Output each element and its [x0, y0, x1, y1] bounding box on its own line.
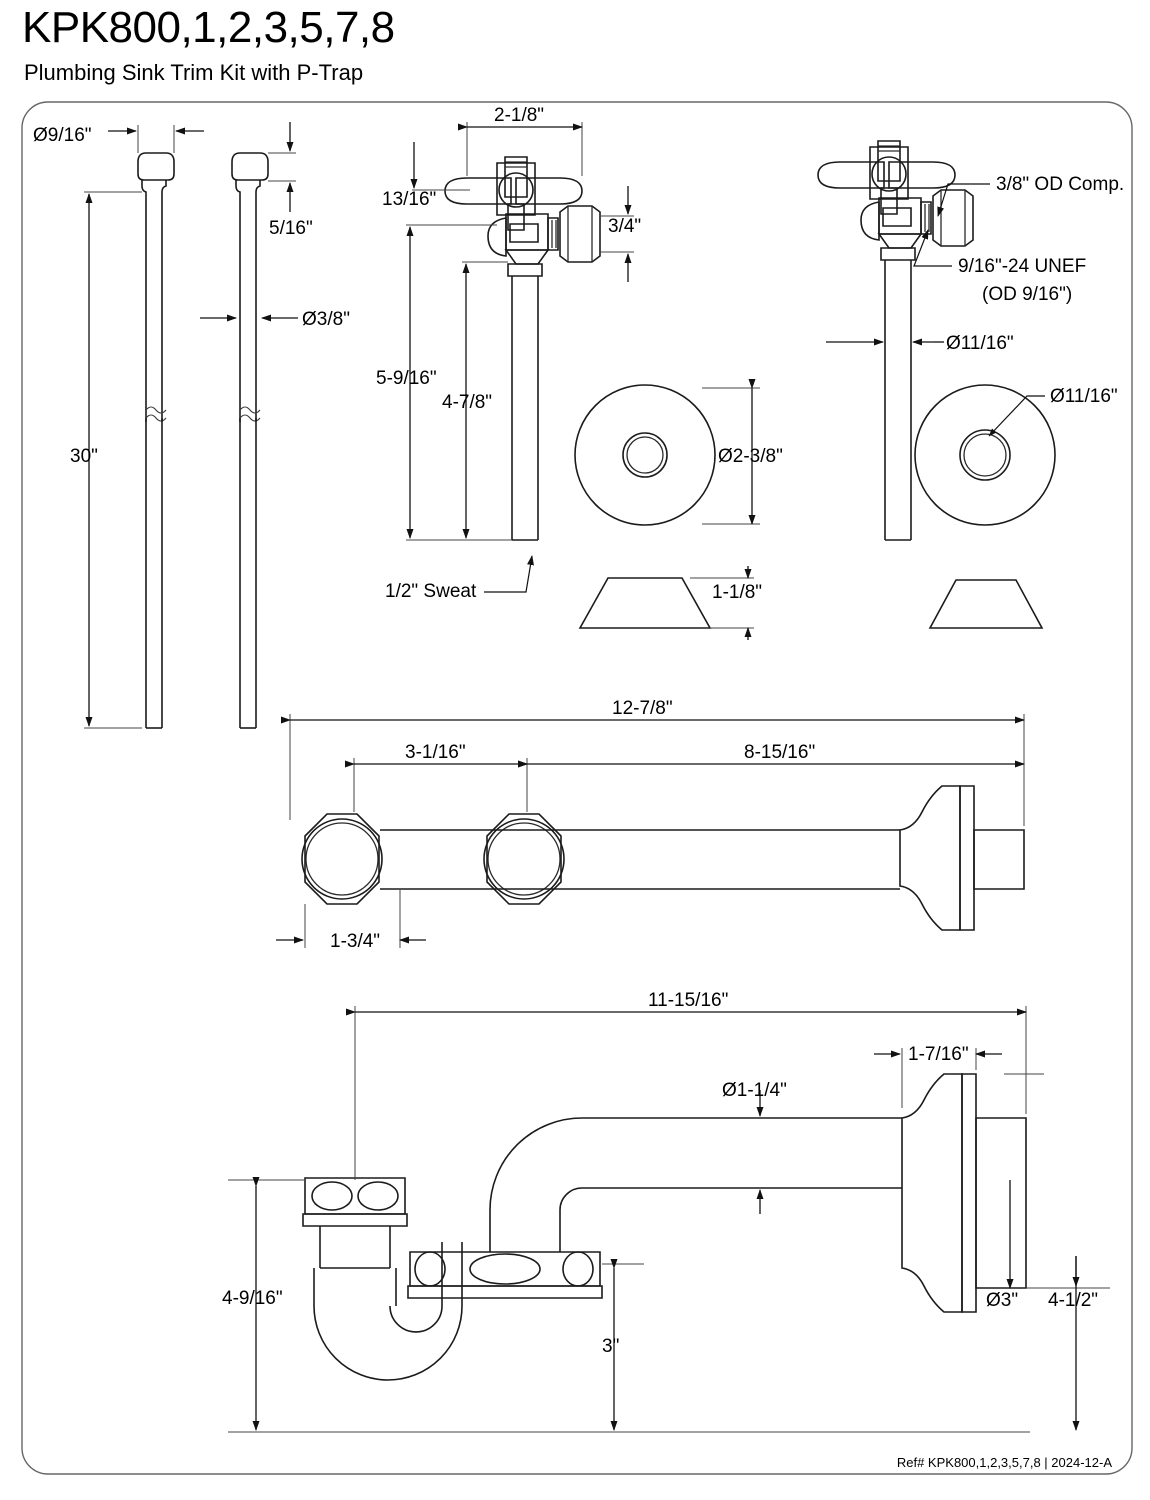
dim-30: 30" [70, 446, 98, 467]
dim-5-16: 5/16" [269, 218, 313, 239]
view-escutcheon-small: Ø2-3/8" 1-1/8" [574, 379, 783, 640]
dim-3: 3" [602, 1336, 619, 1357]
reference-footer: Ref# KPK800,1,2,3,5,7,8 | 2024-12-A [896, 1455, 1112, 1470]
dim-dia-3-8: Ø3/8" [302, 309, 350, 330]
dim-4-1-2: 4-1/2" [1048, 1290, 1098, 1311]
view-angle-stop-left: 2-1/8" 13/16" 3/4" 5-9/16" 4-7/8 [376, 105, 641, 602]
dim-2-1-8: 2-1/8" [494, 105, 544, 126]
page-title: KPK800,1,2,3,5,7,8 [22, 3, 395, 52]
dim-dia-3: Ø3" [986, 1290, 1018, 1311]
dim-11-15-16: 11-15/16" [648, 990, 728, 1011]
label-unef: 9/16"-24 UNEF [958, 256, 1086, 277]
dim-4-9-16: 4-9/16" [222, 1288, 283, 1309]
dim-dia-9-16: Ø9/16" [33, 125, 92, 146]
dim-4-7-8: 4-7/8" [442, 392, 492, 413]
view-supply-tubes: Ø9/16" 5/16" Ø3/8" 30" [33, 122, 350, 729]
dim-dia-1-1-4: Ø1-1/4" [722, 1080, 787, 1101]
label-od-comp: 3/8" OD Comp. [996, 174, 1124, 195]
dim-1-3-4: 1-3/4" [330, 931, 380, 952]
dim-13-16: 13/16" [382, 189, 436, 210]
dim-3-1-16: 3-1/16" [405, 742, 466, 763]
dim-3-4: 3/4" [608, 216, 641, 237]
label-half-sweat: 1/2" Sweat [385, 581, 477, 602]
dim-12-7-8: 12-7/8" [612, 698, 673, 719]
sheet-border [21, 101, 1133, 1475]
dim-1-7-16: 1-7/16" [908, 1044, 969, 1065]
page-subtitle: Plumbing Sink Trim Kit with P-Trap [24, 60, 364, 85]
label-unef-od: (OD 9/16") [982, 284, 1072, 305]
dim-5-9-16: 5-9/16" [376, 368, 437, 389]
dim-dia-11-16-tube: Ø11/16" [946, 333, 1014, 354]
dim-8-15-16: 8-15/16" [744, 742, 815, 763]
view-wall-tube-assembly: 12-7/8" 3-1/16" 8-15/16" 1-3/4" [276, 698, 1025, 952]
dim-dia-2-3-8: Ø2-3/8" [718, 446, 783, 467]
dim-dia-11-16-bore: Ø11/16" [1050, 386, 1118, 407]
dim-1-1-8: 1-1/8" [712, 582, 762, 603]
view-escutcheon-right: Ø11/16" [914, 384, 1118, 629]
view-angle-stop-right: 3/8" OD Comp. 9/16"-24 UNEF (OD 9/16") Ø… [817, 140, 1124, 541]
view-p-trap-assembly: 11-15/16" Ø1-1/4" 1-7/16" 4-9/16" 3" Ø3 [222, 990, 1110, 1433]
